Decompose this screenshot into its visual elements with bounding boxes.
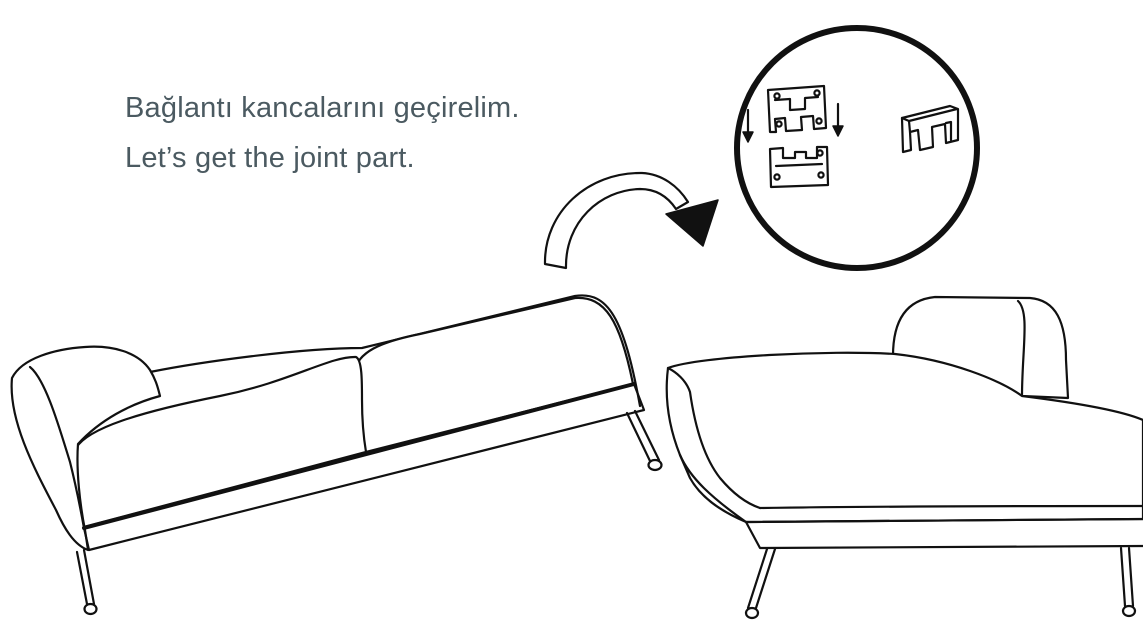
chaise-sofa-illustration xyxy=(667,297,1143,618)
chaise-leg-left xyxy=(746,549,775,618)
daybed-leg-left xyxy=(77,550,97,614)
daybed-right-cushion xyxy=(353,298,633,452)
instruction-text-turkish: Bağlantı kancalarını geçirelim. xyxy=(125,91,520,125)
chaise-leg-right xyxy=(1121,548,1135,616)
daybed-leg-right xyxy=(627,411,662,470)
instruction-text-english: Let’s get the joint part. xyxy=(125,141,415,175)
daybed-sofa-illustration xyxy=(12,295,662,614)
chaise-frame-bottom xyxy=(746,522,1143,548)
joint-hook-detail-icon xyxy=(737,28,977,268)
curved-arrow-band xyxy=(545,173,688,268)
curved-arrow-icon xyxy=(545,173,718,268)
